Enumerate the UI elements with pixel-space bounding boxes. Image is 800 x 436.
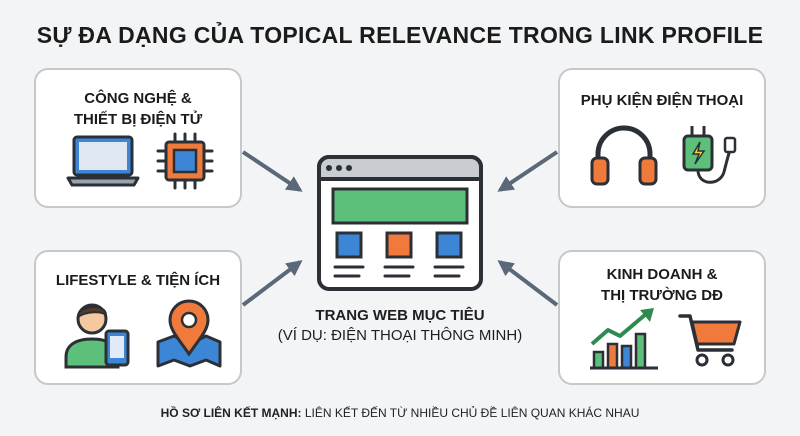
laptop-icon: [66, 135, 140, 187]
card-technology: CÔNG NGHỆ & THIẾT BỊ ĐIỆN TỬ: [34, 68, 242, 208]
arrow-top-right: [497, 150, 559, 192]
target-website-label: TRANG WEB MỤC TIÊU (VÍ DỤ: ĐIỆN THOẠI TH…: [250, 306, 550, 346]
target-website-example: (VÍ DỤ: ĐIỆN THOẠI THÔNG MINH): [277, 327, 523, 344]
browser-window-icon: [317, 155, 483, 291]
card-title: PHỤ KIỆN ĐIỆN THOẠI: [580, 92, 744, 109]
card-business-market: KINH DOANH & THỊ TRƯỜNG DĐ: [558, 250, 766, 385]
map-pin-icon: [156, 299, 222, 368]
card-lifestyle: LIFESTYLE & TIỆN ÍCH: [34, 250, 242, 385]
person-phone-icon: [64, 303, 130, 369]
card-title: CÔNG NGHỆ & THIẾT BỊ ĐIỆN TỬ: [73, 90, 203, 128]
shopping-cart-icon: [678, 314, 742, 367]
card-title: KINH DOANH & THỊ TRƯỜNG DĐ: [601, 266, 723, 304]
growth-chart-icon: [590, 308, 658, 370]
card-phone-accessories: PHỤ KIỆN ĐIỆN THOẠI: [558, 68, 766, 208]
arrow-bottom-right: [497, 260, 559, 307]
page-title: SỰ ĐA DẠNG CỦA TOPICAL RELEVANCE TRONG L…: [36, 22, 764, 48]
headphones-icon: [590, 125, 658, 186]
target-website-title: TRANG WEB MỤC TIÊU: [315, 307, 485, 324]
footer-strong: HỒ SƠ LIÊN KẾT MẠNH:: [160, 406, 302, 420]
arrow-top-left: [241, 150, 303, 192]
card-title: LIFESTYLE & TIỆN ÍCH: [55, 272, 221, 289]
footer-note: HỒ SƠ LIÊN KẾT MẠNH: LIÊN KẾT ĐẾN TỪ NHI…: [0, 406, 800, 420]
footer-text: LIÊN KẾT ĐẾN TỪ NHIỀU CHỦ ĐỀ LIÊN QUAN K…: [301, 406, 640, 420]
microchip-icon: [156, 132, 214, 190]
charger-icon: [682, 126, 737, 184]
arrow-bottom-left: [241, 260, 303, 307]
